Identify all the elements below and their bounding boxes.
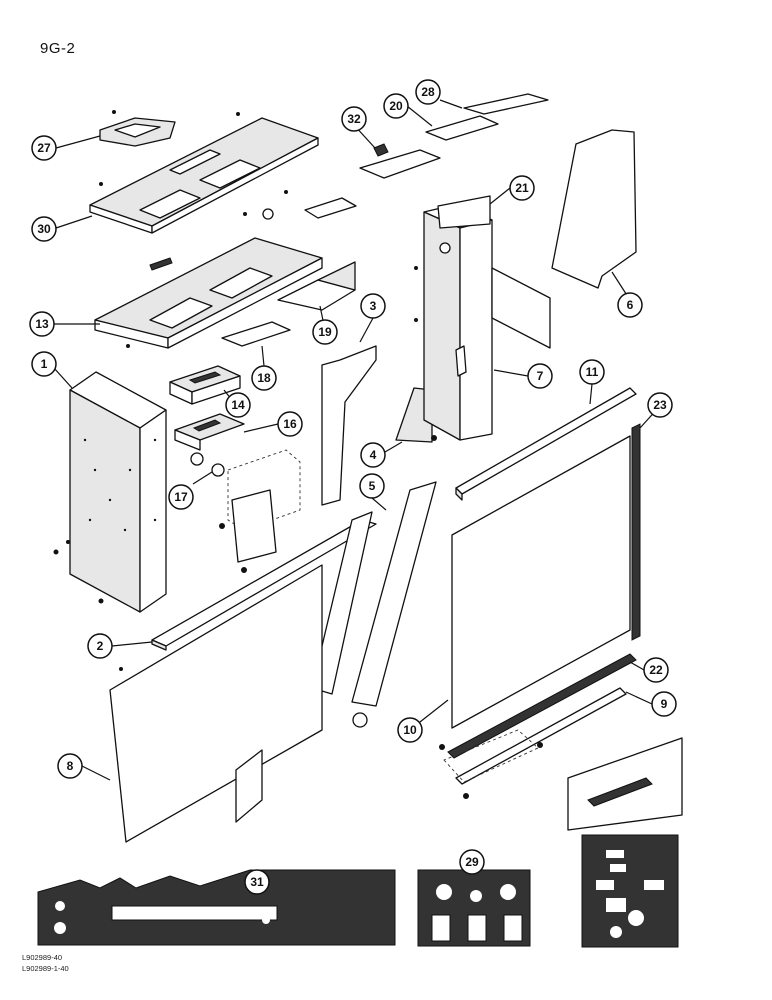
callout-14: 14: [225, 392, 251, 418]
callout-4: 4: [360, 442, 386, 468]
part-13-middle-deck: [94, 208, 323, 349]
svg-text:21: 21: [515, 181, 529, 195]
svg-text:10: 10: [403, 723, 417, 737]
svg-text:18: 18: [257, 371, 271, 385]
callout-32: 32: [341, 106, 367, 132]
part-31-control-strip: [37, 869, 396, 946]
part-3-panel: [321, 345, 377, 506]
svg-text:1: 1: [41, 357, 48, 371]
callout-9: 9: [651, 691, 677, 717]
svg-text:28: 28: [421, 85, 435, 99]
part-1-housing: [53, 371, 167, 613]
svg-text:4: 4: [370, 448, 377, 462]
callout-17: 17: [168, 484, 194, 510]
small-plate: [304, 197, 357, 219]
part-2-bar: [151, 519, 377, 651]
part-20-plate: [425, 115, 499, 141]
svg-text:19: 19: [318, 325, 332, 339]
callout-5: 5: [359, 473, 385, 499]
part-14-holder: [169, 365, 241, 405]
part-28-plate: [463, 93, 549, 115]
svg-text:8: 8: [67, 759, 74, 773]
callout-2: 2: [87, 633, 113, 659]
svg-text:3: 3: [370, 299, 377, 313]
callout-19: 19: [312, 319, 338, 345]
detail-inset: [567, 737, 683, 831]
svg-text:13: 13: [35, 317, 49, 331]
svg-text:31: 31: [250, 875, 264, 889]
part-21-cap: [437, 195, 491, 229]
callout-29: 29: [459, 849, 485, 875]
callout-7: 7: [527, 363, 553, 389]
side-plate: [491, 267, 551, 349]
svg-text:29: 29: [465, 855, 479, 869]
callout-18: 18: [251, 365, 277, 391]
svg-text:6: 6: [627, 298, 634, 312]
callout-8: 8: [57, 753, 83, 779]
svg-text:9: 9: [661, 697, 668, 711]
callout-6: 6: [617, 292, 643, 318]
image-ref-1: L902989-40: [22, 953, 63, 962]
small-triangle-plate: [235, 749, 263, 823]
svg-text:32: 32: [347, 112, 361, 126]
base-plate: [359, 149, 441, 179]
part-6-cover: [551, 129, 637, 289]
part-30-upper-deck: [89, 112, 319, 234]
svg-text:7: 7: [537, 369, 544, 383]
callout-28: 28: [415, 79, 441, 105]
svg-text:11: 11: [586, 365, 599, 379]
image-ref-2: L902989-1-40: [22, 964, 69, 973]
callout-27: 27: [31, 135, 57, 161]
part-17-knob: [211, 463, 225, 477]
callout-20: 20: [383, 93, 409, 119]
callout-31: 31: [244, 869, 270, 895]
svg-text:2: 2: [97, 639, 104, 653]
part-23-seal: [631, 423, 641, 641]
page-number: 9G-2: [40, 40, 76, 57]
part-5-strut: [351, 481, 437, 707]
diagonal-strut: [311, 511, 373, 695]
callout-21: 21: [509, 175, 535, 201]
callout-10: 10: [397, 717, 423, 743]
callout-13: 13: [29, 311, 55, 337]
svg-text:5: 5: [369, 479, 376, 493]
svg-text:30: 30: [37, 222, 51, 236]
part-27-tray: [99, 110, 176, 147]
part-16-holder: [174, 413, 245, 466]
part-9-bar: [455, 687, 627, 785]
callout-11: 11: [579, 359, 605, 385]
part-29-control-panel: [417, 869, 531, 947]
callout-30: 30: [31, 216, 57, 242]
part-19-bracket: [277, 261, 356, 311]
svg-text:23: 23: [653, 398, 667, 412]
svg-text:27: 27: [37, 141, 51, 155]
svg-text:17: 17: [174, 490, 188, 504]
part-18-plate: [221, 321, 291, 347]
part-7-column: [414, 203, 493, 441]
callout-1: 1: [31, 351, 57, 377]
decal-panel: [581, 834, 679, 948]
svg-text:16: 16: [283, 417, 297, 431]
part-10-panel: [451, 435, 631, 729]
part-22-seal: [447, 653, 637, 759]
part-32-clip: [373, 143, 389, 157]
callout-3: 3: [360, 293, 386, 319]
part-8-panel: [109, 564, 323, 843]
inner-bracket: [231, 489, 277, 563]
leader-lines: [53, 99, 661, 781]
callout-16: 16: [277, 411, 303, 437]
svg-text:14: 14: [231, 398, 245, 412]
callout-23: 23: [647, 392, 673, 418]
callout-22: 22: [643, 657, 669, 683]
image-reference: L902989-40 L902989-1-40: [22, 952, 69, 974]
svg-text:20: 20: [389, 99, 403, 113]
svg-text:22: 22: [649, 663, 663, 677]
